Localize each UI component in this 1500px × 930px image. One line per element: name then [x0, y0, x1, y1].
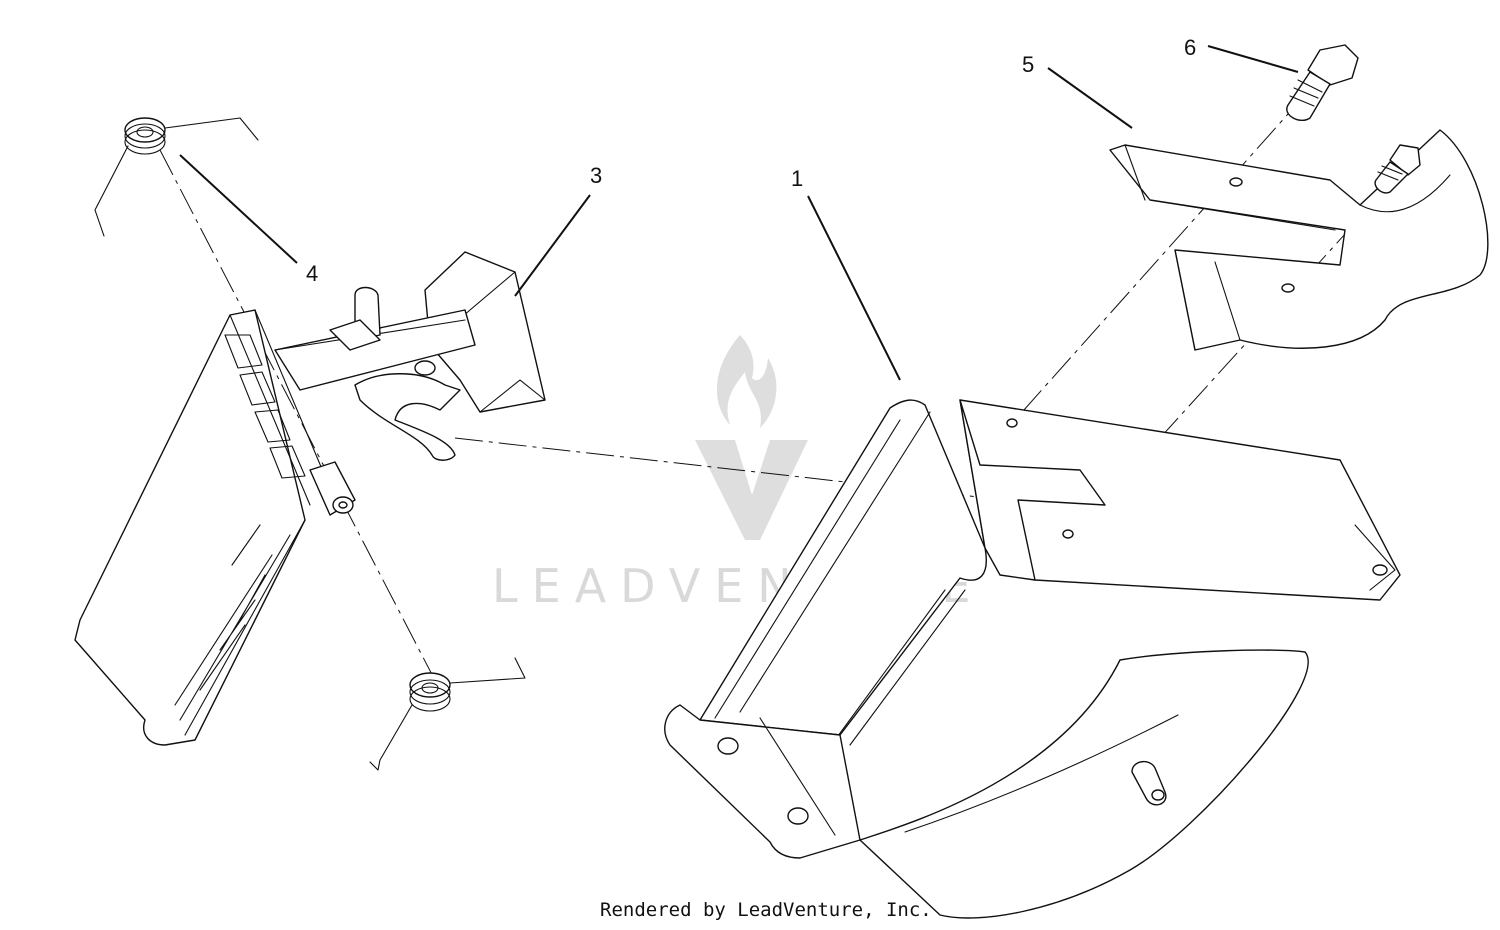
hinge-plate [329, 319, 381, 351]
callout-3[interactable]: 3 [590, 163, 602, 188]
callout-labels: 1 3 4 5 6 [306, 35, 1196, 286]
leader-6 [1207, 45, 1299, 73]
hinge-arm [274, 309, 476, 391]
callout-5[interactable]: 5 [1022, 52, 1034, 77]
bolt-upper [1286, 44, 1359, 122]
callout-1[interactable]: 1 [791, 166, 803, 191]
chute-base-plate [664, 704, 861, 859]
watermark-v-icon [695, 440, 808, 540]
hinge-hook [354, 373, 461, 461]
part-6-bolts [1286, 44, 1421, 194]
bracket-top-flange [1109, 129, 1489, 351]
leader-1 [807, 195, 901, 381]
chute-left-wall [699, 399, 987, 736]
spring-lower [369, 657, 526, 771]
part-3-hinge [274, 251, 546, 461]
callout-4[interactable]: 4 [306, 261, 318, 286]
part-5-bracket [1109, 129, 1489, 351]
part-4-flap-assembly [74, 117, 526, 771]
chute-top-channel [959, 399, 1106, 581]
footer-credit: Rendered by LeadVenture, Inc. [600, 899, 932, 921]
part-1-chute [664, 399, 1401, 919]
watermark-flame-icon [716, 335, 777, 428]
callout-6[interactable]: 6 [1184, 35, 1196, 60]
chute-lower-flap [859, 649, 1309, 919]
leader-lines [179, 45, 1299, 381]
leader-5 [1047, 67, 1133, 129]
leader-4 [179, 154, 298, 264]
bolt-lower [1374, 144, 1421, 194]
flap-door [74, 309, 306, 746]
spring-upper [94, 117, 259, 237]
leader-3 [514, 194, 591, 297]
